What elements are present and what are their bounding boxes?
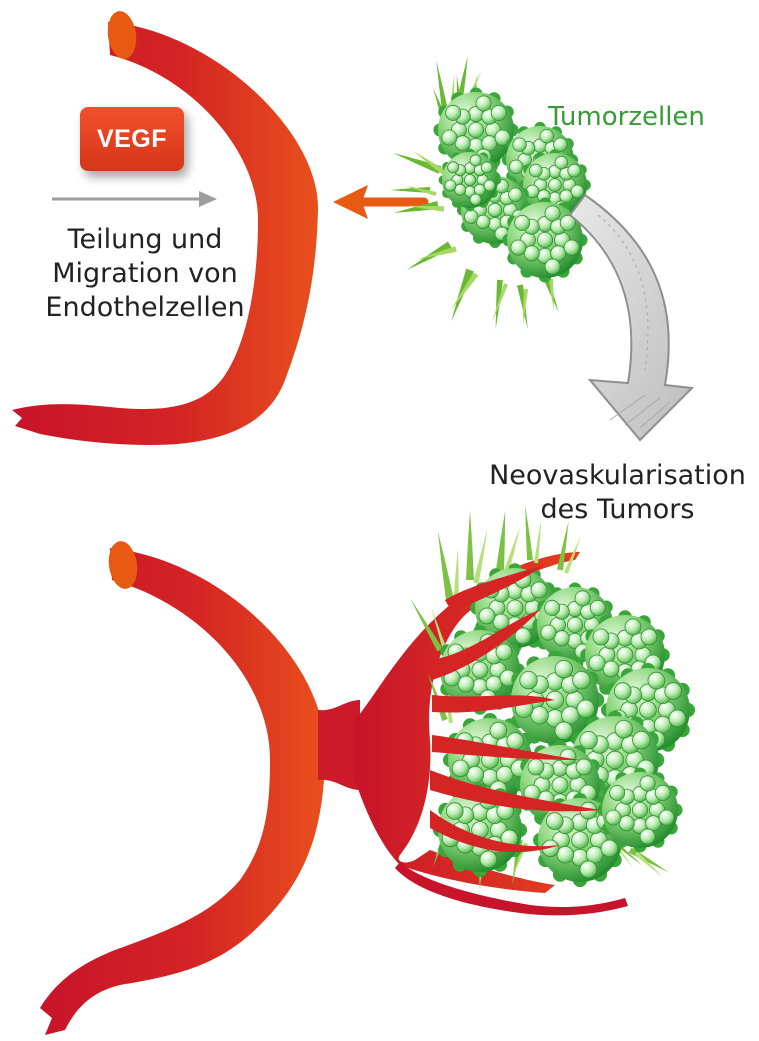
tumor-cells-label: Tumorzellen <box>548 100 738 134</box>
label-line: Neovaskularisation <box>480 459 755 493</box>
grass-blade <box>393 153 441 174</box>
label-line: Endothelzellen <box>10 291 280 325</box>
grass-blade <box>466 510 474 580</box>
grass-blade <box>635 851 663 877</box>
label-line: des Tumors <box>480 493 755 527</box>
grass-blade <box>473 528 487 583</box>
grass-blade <box>557 521 569 571</box>
grass-blade <box>549 279 554 311</box>
vegf-badge: VEGF <box>80 107 184 171</box>
lower-vessel-body <box>40 548 325 1035</box>
tumor-cluster-top <box>390 56 591 330</box>
vegf-label: VEGF <box>97 125 167 154</box>
neovascularization-label: Neovaskularisation des Tumors <box>480 459 755 527</box>
label-line: Teilung und <box>10 223 280 257</box>
grass-blade <box>438 531 454 601</box>
lower-vessel <box>40 539 325 1035</box>
label-line: Migration von <box>10 257 280 291</box>
grass-blade <box>417 246 456 259</box>
grass-blade <box>629 847 669 872</box>
process-arrow <box>52 191 217 207</box>
neovascularization-arrow <box>570 195 692 440</box>
endothelial-division-label: Teilung und Migration von Endothelzellen <box>10 223 280 325</box>
